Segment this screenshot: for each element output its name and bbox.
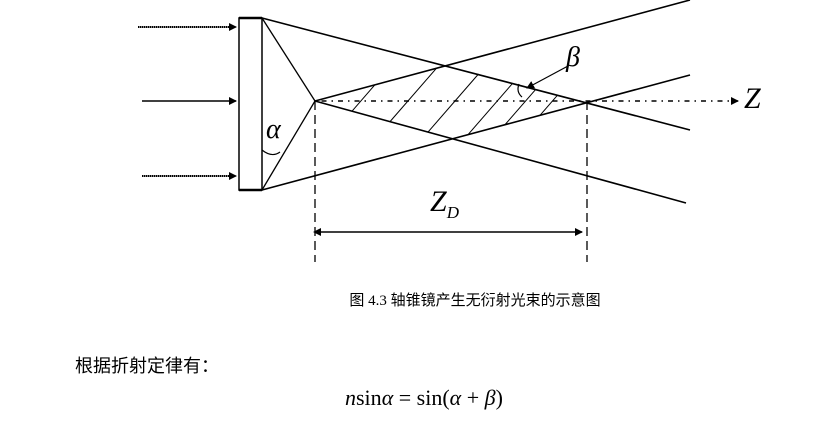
- axicon-lens: [238, 17, 263, 191]
- zd-label: ZD: [430, 185, 459, 223]
- ray-apex-up: [314, 0, 691, 102]
- ray-top: [261, 17, 691, 131]
- figure-caption: 图 4.3 轴锥镜产生无衍射光束的示意图: [349, 293, 601, 309]
- beta-pointer: [526, 65, 569, 89]
- ray-bottom: [261, 74, 691, 191]
- hatch-line: [467, 83, 513, 135]
- f-beta: β: [484, 385, 496, 410]
- formula: nsinα = sin(α + β): [345, 385, 503, 411]
- f-sin: sin: [356, 385, 382, 410]
- ray-apex-down: [314, 100, 687, 204]
- f-n: n: [345, 385, 356, 410]
- beta-arc: [517, 83, 523, 98]
- hatch-line: [389, 67, 437, 122]
- alpha-label: α: [266, 114, 281, 145]
- beta-label: β: [566, 42, 580, 73]
- z-axis-label: Z: [744, 82, 761, 115]
- f-eq: = sin(: [393, 385, 450, 410]
- body-intro: 根据折射定律有：: [75, 356, 219, 376]
- hatch-line: [504, 88, 537, 126]
- f-alpha: α: [381, 385, 394, 410]
- cone-face-bottom: [261, 100, 316, 191]
- f-alpha2: α: [449, 385, 462, 410]
- alpha-arc: [261, 149, 281, 156]
- hatch-region: [351, 67, 558, 135]
- zd-label-sub: D: [446, 203, 459, 222]
- hatch-line: [427, 73, 479, 133]
- f-plus: +: [461, 385, 485, 410]
- zd-label-main: Z: [430, 185, 447, 218]
- hatch-line: [351, 84, 376, 112]
- cone-face-top: [261, 17, 316, 102]
- f-close: ): [495, 385, 503, 410]
- hatch-line: [539, 94, 558, 116]
